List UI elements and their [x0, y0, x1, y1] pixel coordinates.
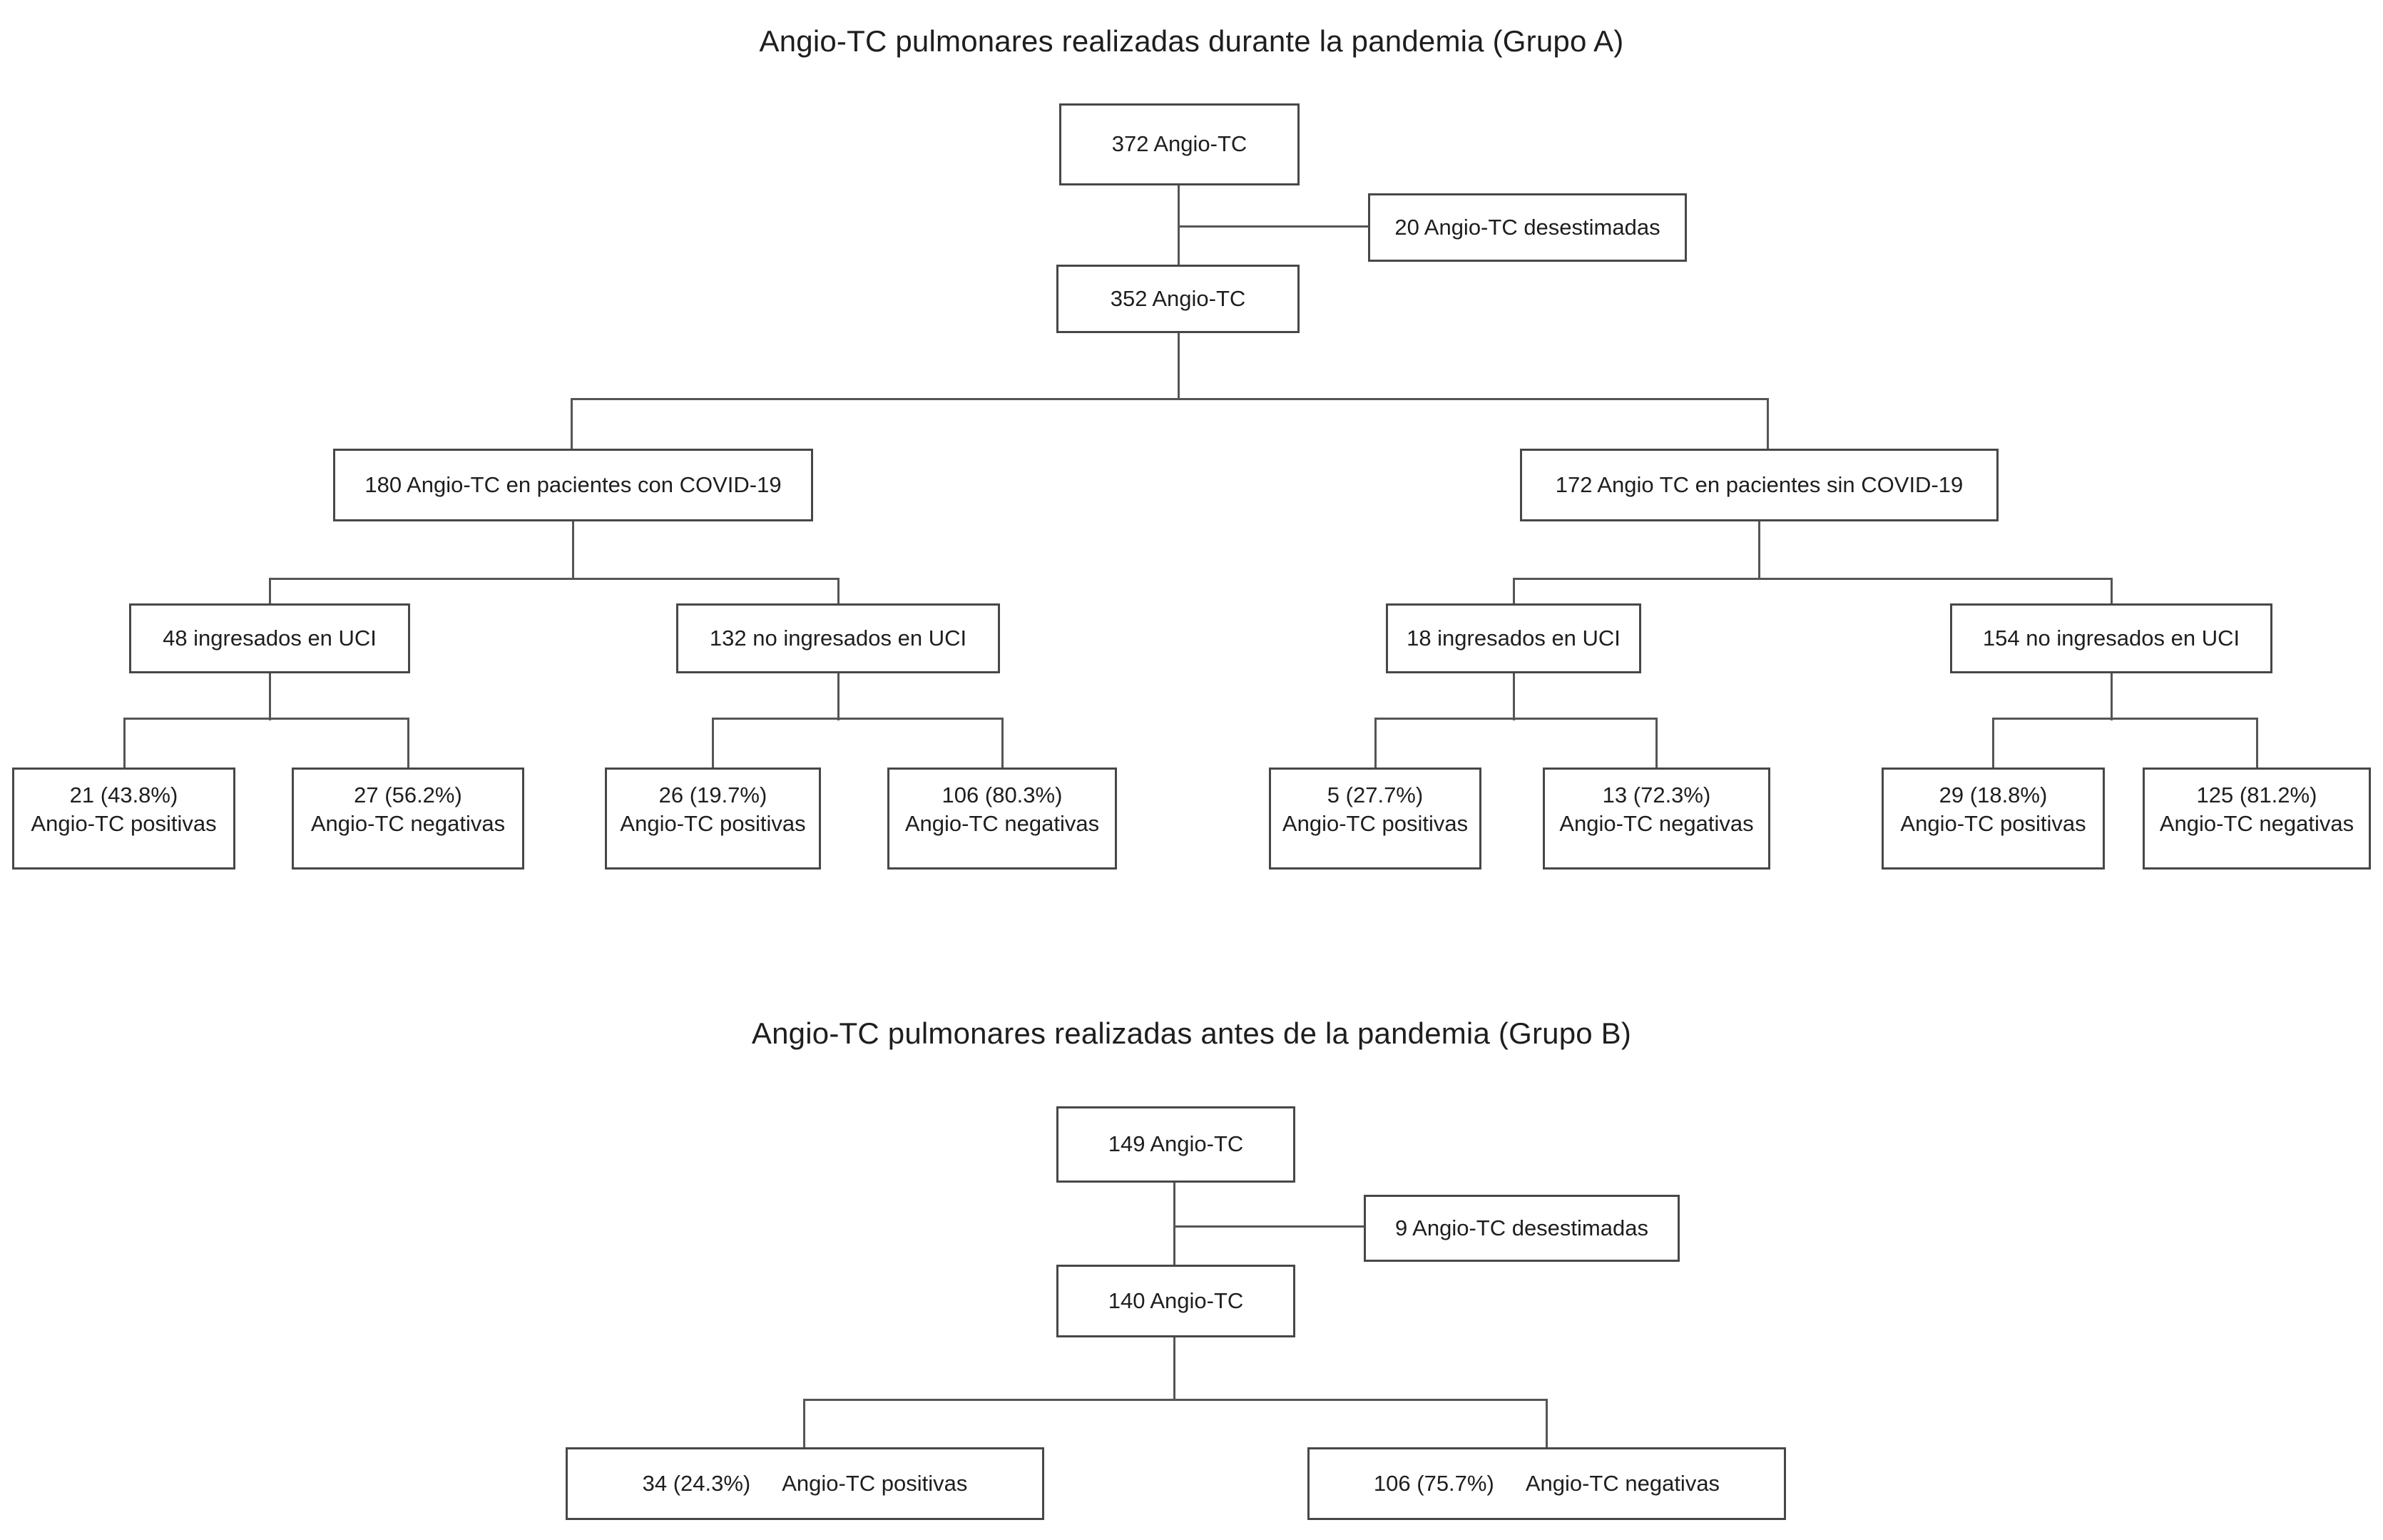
leaf-label: Angio-TC positivas [620, 811, 806, 837]
leaf-label: Angio-TC positivas [31, 811, 217, 837]
connector-line [269, 578, 271, 605]
connector-line [1178, 184, 1180, 266]
connector-line [2256, 718, 2258, 769]
node-no-covid-no-icu: 154 no ingresados en UCI [1950, 603, 2272, 673]
group-b-title: Angio-TC pulmonares realizadas antes de … [751, 1016, 1632, 1050]
connector-line [1173, 1181, 1175, 1266]
connector-line [2111, 578, 2113, 605]
node-accepted-b: 140 Angio-TC [1056, 1265, 1295, 1337]
connector-line [1001, 718, 1004, 769]
leaf-b-positive: 34 (24.3%) Angio-TC positivas [566, 1447, 1044, 1520]
connector-line [571, 398, 1769, 400]
connector-line [1513, 672, 1515, 720]
connector-line [1992, 718, 1994, 769]
leaf-label: Angio-TC negativas [1559, 811, 1754, 837]
connector-line [803, 1399, 805, 1449]
leaf-value: 26 (19.7%) [658, 782, 767, 807]
connector-line [1992, 718, 2258, 720]
leaf-value: 5 (27.7%) [1327, 782, 1424, 807]
leaf-label: Angio-TC negativas [1525, 1470, 1720, 1496]
node-covid-icu: 48 ingresados en UCI [129, 603, 410, 673]
leaf-label: Angio-TC positivas [1282, 811, 1469, 837]
connector-line [269, 578, 840, 580]
node-discarded-a: 20 Angio-TC desestimadas [1368, 193, 1687, 262]
leaf-value: 27 (56.2%) [354, 782, 462, 807]
leaf-value: 106 (75.7%) [1373, 1470, 1494, 1496]
leaf-label: Angio-TC negativas [2159, 811, 2354, 837]
leaf-value: 29 (18.8%) [1939, 782, 2048, 807]
leaf-covid-no-icu-negative: 106 (80.3%) Angio-TC negativas [887, 768, 1117, 870]
leaf-b-negative: 106 (75.7%) Angio-TC negativas [1307, 1447, 1786, 1520]
leaf-covid-icu-positive: 21 (43.8%) Angio-TC positivas [12, 768, 235, 870]
node-total-b: 149 Angio-TC [1056, 1106, 1295, 1183]
leaf-label: Angio-TC negativas [310, 811, 506, 837]
connector-line [1173, 1336, 1175, 1400]
node-accepted-a: 352 Angio-TC [1056, 265, 1300, 333]
node-covid: 180 Angio-TC en pacientes con COVID-19 [333, 449, 813, 521]
node-covid-no-icu: 132 no ingresados en UCI [676, 603, 1000, 673]
leaf-value: 13 (72.3%) [1602, 782, 1711, 807]
leaf-label: Angio-TC positivas [782, 1470, 968, 1496]
connector-line [1178, 332, 1180, 399]
connector-line [2111, 672, 2113, 720]
connector-line [712, 718, 714, 769]
leaf-no-covid-no-icu-positive: 29 (18.8%) Angio-TC positivas [1882, 768, 2105, 870]
leaf-value: 106 (80.3%) [942, 782, 1063, 807]
leaf-no-covid-icu-negative: 13 (72.3%) Angio-TC negativas [1543, 768, 1770, 870]
connector-line [803, 1399, 1548, 1401]
group-a-title: Angio-TC pulmonares realizadas durante l… [759, 24, 1624, 58]
connector-line [1655, 718, 1658, 769]
leaf-value: 21 (43.8%) [69, 782, 178, 807]
connector-line [712, 718, 1004, 720]
connector-line [1374, 718, 1658, 720]
leaf-value: 34 (24.3%) [642, 1470, 751, 1496]
node-discarded-b: 9 Angio-TC desestimadas [1364, 1195, 1680, 1262]
node-no-covid-icu: 18 ingresados en UCI [1386, 603, 1641, 673]
connector-line [269, 672, 271, 720]
node-no-covid: 172 Angio TC en pacientes sin COVID-19 [1520, 449, 1999, 521]
connector-line [407, 718, 409, 769]
connector-line [1513, 578, 1515, 605]
leaf-no-covid-icu-positive: 5 (27.7%) Angio-TC positivas [1269, 768, 1481, 870]
connector-line [1758, 520, 1760, 579]
connector-line [571, 398, 573, 450]
leaf-value: 125 (81.2%) [2196, 782, 2317, 807]
leaf-covid-no-icu-positive: 26 (19.7%) Angio-TC positivas [605, 768, 821, 870]
leaf-covid-icu-negative: 27 (56.2%) Angio-TC negativas [292, 768, 524, 870]
connector-line [1374, 718, 1377, 769]
node-total-a: 372 Angio-TC [1059, 103, 1300, 185]
connector-line [1767, 398, 1769, 450]
connector-line [837, 672, 840, 720]
connector-line [1178, 225, 1370, 228]
connector-line [572, 520, 574, 579]
connector-line [1513, 578, 2113, 580]
connector-line [1546, 1399, 1548, 1449]
leaf-label: Angio-TC negativas [904, 811, 1100, 837]
connector-line [837, 578, 840, 605]
connector-line [123, 718, 409, 720]
leaf-label: Angio-TC positivas [1900, 811, 2086, 837]
connector-line [1173, 1225, 1366, 1228]
leaf-no-covid-no-icu-negative: 125 (81.2%) Angio-TC negativas [2143, 768, 2371, 870]
connector-line [123, 718, 126, 769]
